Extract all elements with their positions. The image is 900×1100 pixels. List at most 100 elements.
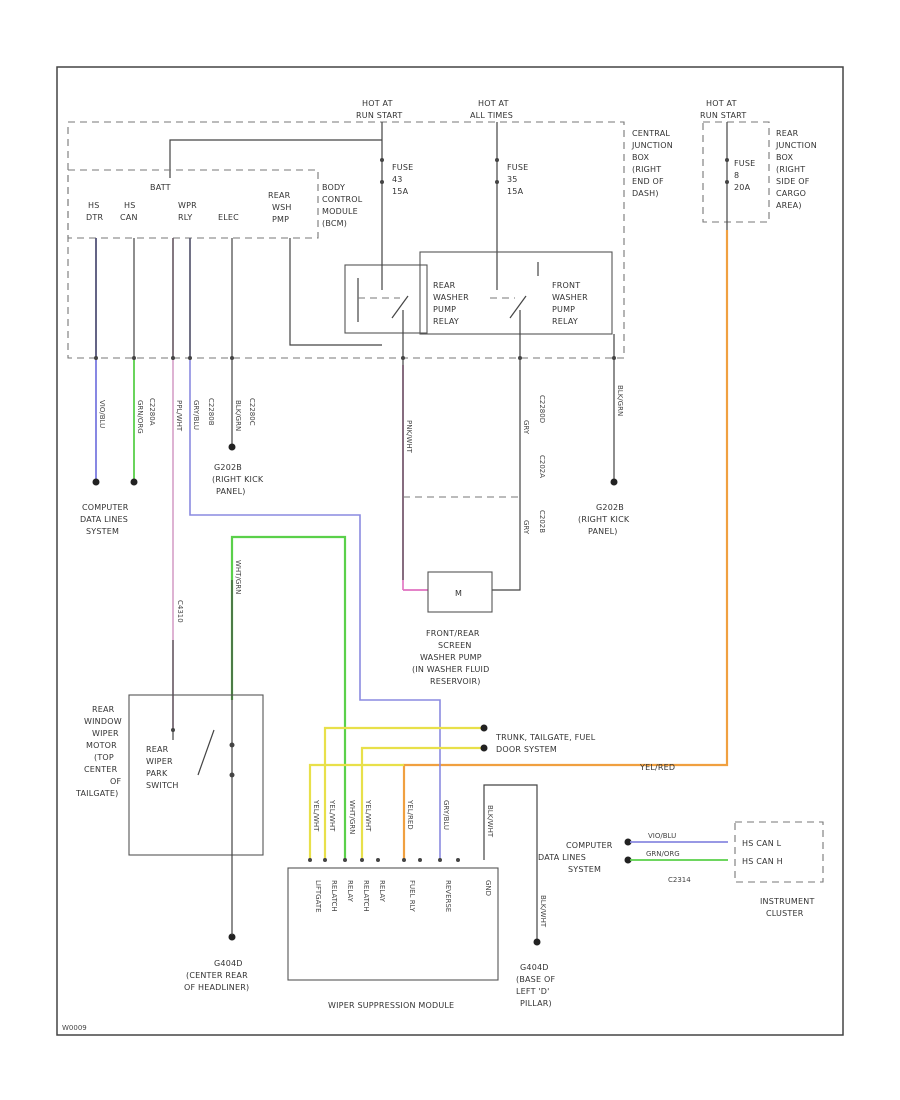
svg-text:C202B: C202B (538, 510, 546, 533)
svg-text:C2314: C2314 (668, 876, 691, 884)
svg-text:C2280A: C2280A (148, 398, 156, 426)
svg-text:JUNCTION: JUNCTION (775, 141, 817, 150)
wire-label-yel-red: YEL/RED (639, 763, 675, 772)
svg-text:WSH: WSH (272, 203, 292, 212)
svg-text:(TOP: (TOP (94, 753, 114, 762)
svg-text:(RIGHT KICK: (RIGHT KICK (578, 515, 630, 524)
blue-wire (189, 238, 441, 860)
svg-text:YEL/RED: YEL/RED (406, 799, 414, 830)
svg-text:SIDE OF: SIDE OF (776, 177, 810, 186)
svg-text:CLUSTER: CLUSTER (766, 909, 804, 918)
svg-text:REAR: REAR (146, 745, 169, 754)
svg-text:MODULE: MODULE (322, 207, 358, 216)
svg-text:SYSTEM: SYSTEM (86, 527, 119, 536)
svg-text:8: 8 (734, 171, 739, 180)
trunk-tailgate-system: TRUNK, TAILGATE, FUEL DOOR SYSTEM (495, 733, 596, 754)
svg-text:C2280C: C2280C (248, 398, 256, 426)
hot-at-all-times-label: HOT AT ALL TIMES (470, 99, 513, 120)
svg-text:PUMP: PUMP (433, 305, 456, 314)
diagram-frame (56, 66, 844, 1036)
svg-text:FRONT/REAR: FRONT/REAR (426, 629, 480, 638)
svg-text:RESERVOIR): RESERVOIR) (430, 677, 481, 686)
svg-text:RUN START: RUN START (356, 111, 402, 120)
svg-text:COMPUTER: COMPUTER (566, 841, 613, 850)
svg-text:35: 35 (507, 175, 518, 184)
svg-text:TRUNK, TAILGATE, FUEL: TRUNK, TAILGATE, FUEL (495, 733, 596, 742)
svg-text:ALL TIMES: ALL TIMES (470, 111, 513, 120)
svg-text:43: 43 (392, 175, 403, 184)
wiper-suppression-module: LIFTGATE RELATCH RELAY RELATCH RELAY FUE… (287, 858, 499, 1010)
svg-text:YEL/WHT: YEL/WHT (364, 799, 372, 832)
svg-text:RLY: RLY (178, 213, 192, 222)
svg-text:PMP: PMP (272, 215, 289, 224)
fuse-43: FUSE 43 15A (380, 122, 413, 260)
svg-text:CENTER: CENTER (84, 765, 118, 774)
svg-text:TAILGATE): TAILGATE) (75, 789, 118, 798)
hot-at-run-start-rear-label: HOT AT RUN START (700, 99, 746, 120)
svg-text:(RIGHT: (RIGHT (632, 165, 661, 174)
body-control-module: BATT BODY CONTROL MODULE (BCM) HS DTR HS… (67, 169, 363, 239)
svg-text:PANEL): PANEL) (216, 487, 246, 496)
svg-text:YEL/WHT: YEL/WHT (328, 799, 336, 832)
svg-text:RELAY: RELAY (552, 317, 578, 326)
svg-text:WHT/GRN: WHT/GRN (348, 800, 356, 834)
svg-text:DASH): DASH) (632, 189, 659, 198)
svg-text:FUEL RLY: FUEL RLY (408, 880, 416, 913)
central-junction-box: CENTRAL JUNCTION BOX (RIGHT END OF DASH) (67, 121, 673, 359)
svg-text:PARK: PARK (146, 769, 168, 778)
svg-text:ELEC: ELEC (218, 213, 239, 222)
svg-text:RELAY: RELAY (346, 880, 354, 903)
svg-text:PILLAR): PILLAR) (520, 999, 552, 1008)
svg-text:M: M (455, 589, 462, 598)
svg-text:OF: OF (110, 777, 121, 786)
svg-text:G202B: G202B (596, 503, 624, 512)
svg-text:C2280B: C2280B (207, 398, 215, 426)
svg-text:DTR: DTR (86, 213, 103, 222)
svg-text:VIO/BLU: VIO/BLU (648, 832, 676, 840)
front-washer-pump-relay: FRONT WASHER PUMP RELAY (419, 251, 613, 365)
fuse-35: FUSE 35 15A (495, 122, 528, 260)
svg-text:FUSE: FUSE (507, 163, 528, 172)
rear-wiper-motor: REAR WINDOW WIPER MOTOR (TOP CENTER OF T… (75, 694, 264, 860)
svg-text:FUSE: FUSE (392, 163, 413, 172)
svg-text:BLK/WHT: BLK/WHT (539, 895, 547, 928)
svg-text:C202A: C202A (538, 455, 546, 478)
connector-row-upper (94, 356, 616, 360)
svg-text:GRY: GRY (522, 420, 530, 435)
diagram-code: W0009 (62, 1024, 87, 1032)
svg-text:YEL/WHT: YEL/WHT (312, 799, 320, 832)
svg-text:PNK/WHT: PNK/WHT (405, 420, 413, 454)
svg-text:RELAY: RELAY (378, 880, 386, 903)
svg-text:WINDOW: WINDOW (84, 717, 122, 726)
svg-text:END OF: END OF (632, 177, 664, 186)
svg-text:HS CAN L: HS CAN L (742, 839, 782, 848)
svg-text:WHT/GRN: WHT/GRN (234, 560, 242, 594)
computer-data-lines-right: COMPUTER DATA LINES SYSTEM (538, 841, 613, 874)
ground-g202b-right: G202B (RIGHT KICK PANEL) (578, 503, 630, 536)
svg-text:REAR: REAR (92, 705, 115, 714)
svg-text:15A: 15A (392, 187, 409, 196)
svg-text:FUSE: FUSE (734, 159, 755, 168)
svg-text:C4310: C4310 (176, 600, 184, 623)
svg-text:(RIGHT KICK: (RIGHT KICK (212, 475, 264, 484)
svg-text:CENTRAL: CENTRAL (632, 129, 670, 138)
svg-text:(BASE OF: (BASE OF (516, 975, 555, 984)
svg-text:RELAY: RELAY (433, 317, 459, 326)
svg-text:WPR: WPR (178, 201, 197, 210)
svg-text:REAR: REAR (776, 129, 799, 138)
svg-text:LIFTGATE: LIFTGATE (314, 880, 322, 913)
svg-text:FRONT: FRONT (552, 281, 580, 290)
rear-washer-pump-relay: REAR WASHER PUMP RELAY (344, 260, 469, 365)
svg-text:REAR: REAR (268, 191, 291, 200)
svg-text:LEFT 'D': LEFT 'D' (516, 987, 550, 996)
orange-wire-yel-red (402, 230, 729, 860)
svg-text:GRY/BLU: GRY/BLU (192, 400, 200, 430)
svg-text:HS CAN H: HS CAN H (742, 857, 783, 866)
svg-text:REVERSE: REVERSE (444, 880, 452, 912)
hot-at-run-start-label: HOT AT RUN START (356, 99, 402, 120)
svg-text:BLK/GRN: BLK/GRN (234, 400, 242, 431)
svg-text:RUN START: RUN START (700, 111, 746, 120)
svg-text:RELATCH: RELATCH (330, 880, 338, 912)
svg-text:(IN WASHER FLUID: (IN WASHER FLUID (412, 665, 489, 674)
